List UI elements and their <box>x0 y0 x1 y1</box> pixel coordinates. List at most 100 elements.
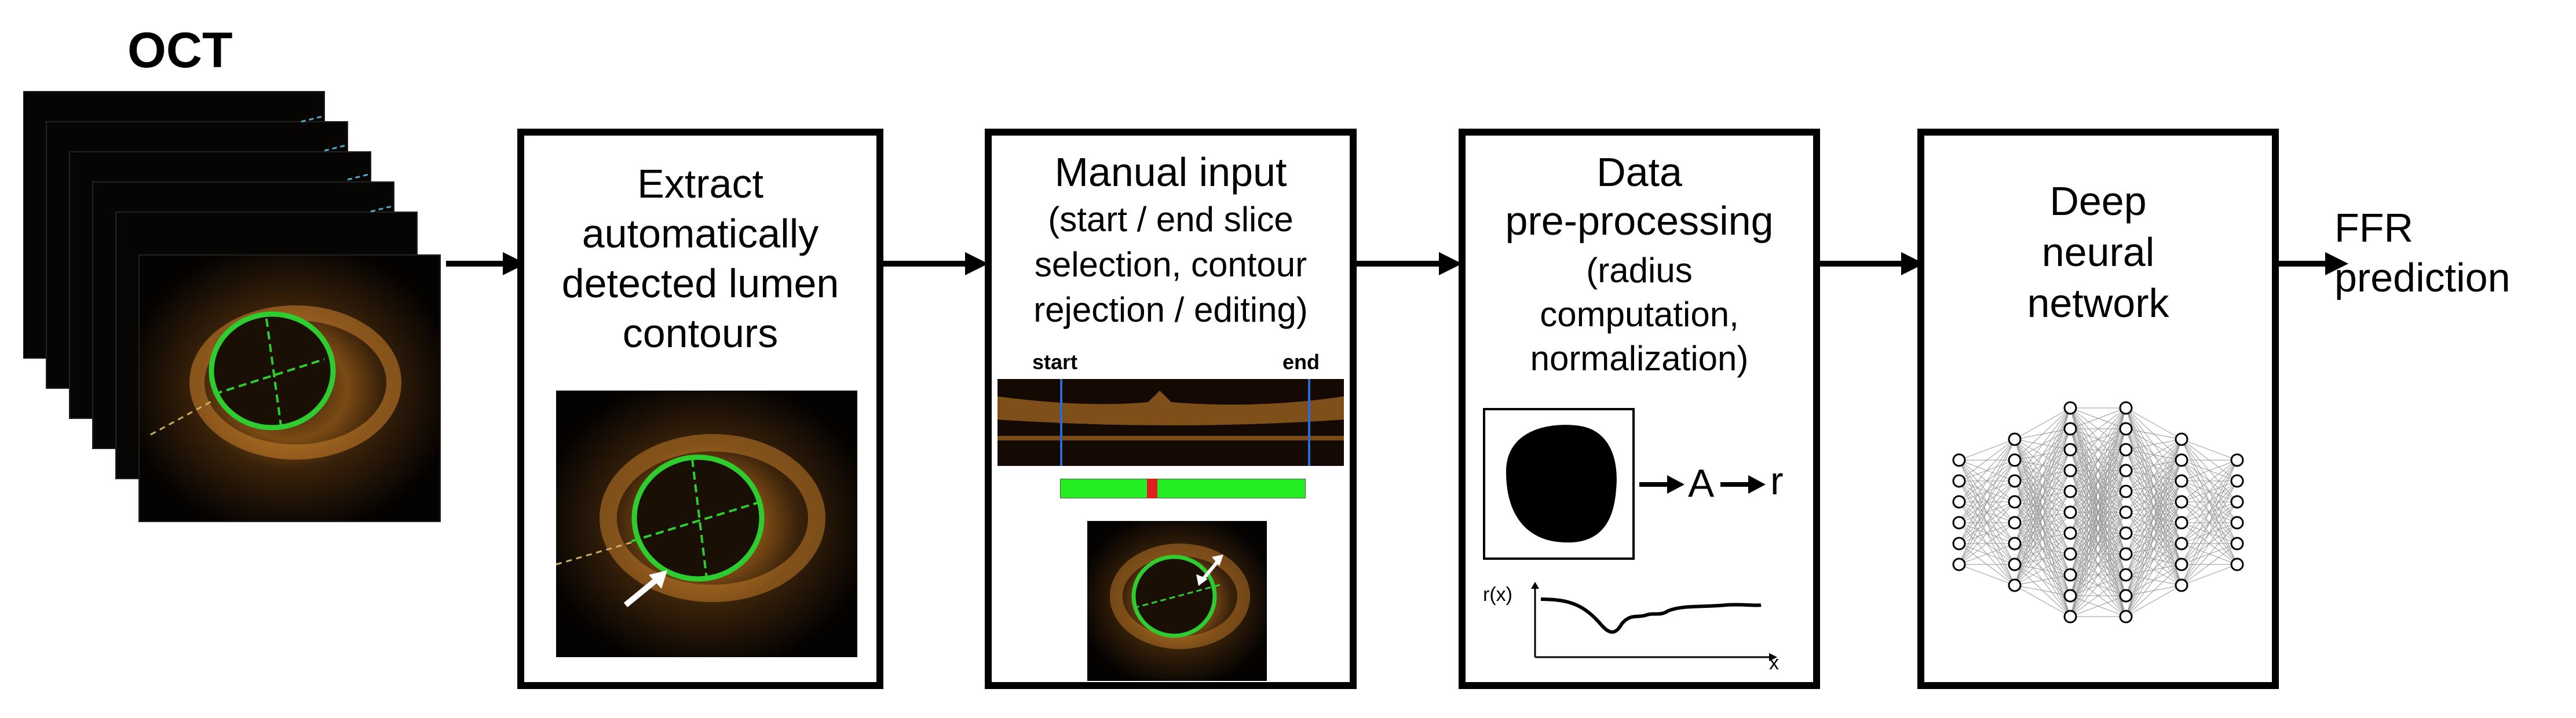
network-node <box>2119 484 2133 498</box>
lumen-contour-image <box>556 391 857 657</box>
arrow-network-to-output <box>2274 252 2348 275</box>
network-edge <box>2181 501 2238 586</box>
network-node <box>2119 443 2133 457</box>
network-edge <box>2014 574 2071 586</box>
network-edge <box>2070 553 2126 617</box>
network-node <box>2063 547 2077 561</box>
network-edge <box>1959 439 2015 502</box>
network-node <box>2008 474 2022 488</box>
network-edge <box>2125 439 2182 513</box>
network-edge <box>2070 407 2126 471</box>
network-edge <box>2181 480 2238 586</box>
network-edge <box>2070 470 2126 617</box>
network-node <box>2230 557 2244 571</box>
data-sub-line-3: normalization) <box>1530 339 1749 378</box>
network-node <box>2063 401 2077 415</box>
network-edge <box>2125 407 2182 440</box>
network-node <box>2063 464 2077 478</box>
area-symbol: A <box>1688 461 1715 505</box>
network-edge <box>2181 460 2238 565</box>
lumen-area-shape <box>1483 408 1635 560</box>
network-edge <box>2125 439 2182 471</box>
network-line-1: Deep <box>2049 178 2147 224</box>
area-arrow <box>1639 475 1685 494</box>
network-edge <box>2014 428 2071 586</box>
longitudinal-oct-view <box>997 379 1344 466</box>
network-edge <box>2181 460 2238 544</box>
network-edge <box>2070 512 2126 617</box>
network-edge <box>2070 407 2126 450</box>
network-edge <box>1959 460 2015 565</box>
extract-line-3: detected lumen <box>561 261 839 306</box>
network-edge <box>2125 543 2182 617</box>
network-edge <box>2014 470 2071 586</box>
network-node <box>2175 516 2188 530</box>
network-edge <box>2125 439 2182 534</box>
network-edge <box>1959 439 2015 482</box>
network-edge <box>2070 407 2126 617</box>
network-node <box>2175 557 2188 571</box>
network-edge <box>2125 501 2182 617</box>
manual-input-box: Manual input (start / end slice selectio… <box>985 129 1357 689</box>
network-node <box>2119 547 2133 561</box>
network-edge <box>2181 439 2238 461</box>
radius-profile-curve <box>1540 597 1762 634</box>
network-node <box>2230 474 2244 488</box>
extract-line-1: Extract <box>637 161 763 206</box>
network-edge <box>2125 439 2182 555</box>
network-node <box>2063 484 2077 498</box>
network-edge <box>2181 543 2238 586</box>
network-edge <box>2181 564 2238 586</box>
network-node <box>2008 537 2022 551</box>
network-node <box>2175 474 2188 488</box>
network-edge <box>1959 501 2015 565</box>
arrow-manual-to-data <box>1353 252 1462 275</box>
deep-neural-network-box: Deep neural network <box>1917 129 2279 689</box>
network-node <box>2119 568 2133 582</box>
network-edge <box>2070 533 2126 617</box>
network-edge <box>2181 460 2238 586</box>
network-node <box>2230 537 2244 551</box>
network-edge <box>1959 564 2015 586</box>
oct-front-slice <box>138 254 441 522</box>
network-edge <box>2014 407 2071 440</box>
network-line-3: network <box>2027 280 2169 326</box>
manual-line-3: rejection / editing) <box>1033 290 1308 329</box>
network-edge <box>1959 439 2015 523</box>
network-edge <box>2070 428 2126 617</box>
network-node <box>2008 557 2022 571</box>
network-edge <box>2125 439 2182 596</box>
network-edge <box>2070 574 2126 617</box>
network-edge <box>2125 522 2182 617</box>
network-node <box>2008 495 2022 509</box>
network-edge <box>2125 439 2182 450</box>
network-edge <box>1959 439 2015 461</box>
network-node <box>2175 453 2188 467</box>
data-line-2: pre-processing <box>1505 198 1774 243</box>
network-edge <box>2014 533 2071 586</box>
manual-input-title: Manual input <box>1054 150 1287 195</box>
network-edge <box>1959 543 2015 565</box>
radius-profile-plot <box>1531 582 1777 661</box>
network-node <box>2119 422 2133 436</box>
radius-symbol: r <box>1770 459 1784 503</box>
network-node <box>2063 526 2077 540</box>
network-line-2: neural <box>2041 229 2155 275</box>
data-line-1: Data <box>1596 150 1682 195</box>
network-edge <box>2070 449 2126 617</box>
network-edge <box>2070 407 2126 534</box>
network-edge <box>2014 407 2071 523</box>
network-node <box>2063 443 2077 457</box>
network-node <box>2175 432 2188 446</box>
network-edge <box>2181 460 2238 482</box>
network-edge <box>2070 407 2126 513</box>
network-node <box>2119 526 2133 540</box>
network-edge <box>2181 460 2238 502</box>
slice-selection-bar <box>1060 479 1306 498</box>
network-node <box>2119 464 2133 478</box>
network-edge <box>2181 460 2238 523</box>
network-node <box>2119 505 2133 519</box>
radius-plot-ylabel: r(x) <box>1483 584 1512 606</box>
network-edge <box>2070 407 2126 429</box>
network-edge <box>2014 407 2071 482</box>
